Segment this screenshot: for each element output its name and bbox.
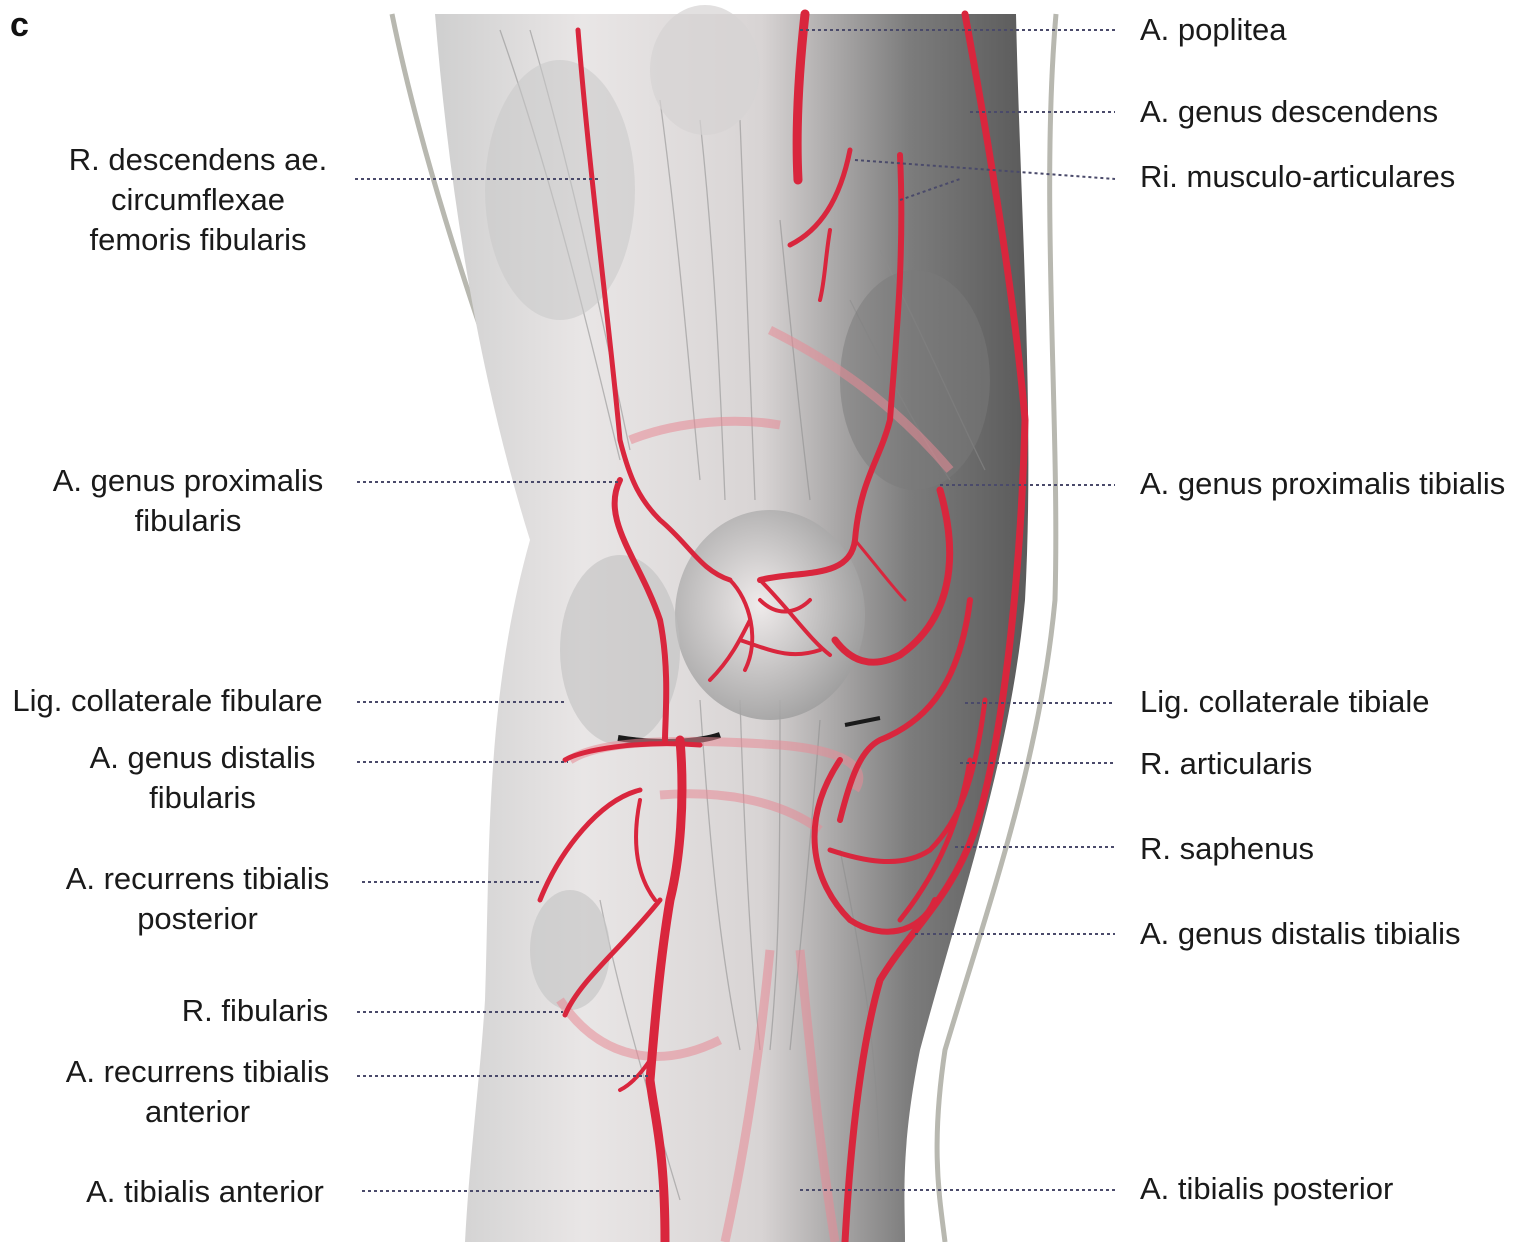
a-tibialis-anterior-vessel (645, 735, 687, 1242)
a-genus-proximalis-tibialis-vessel (831, 486, 954, 666)
fibular-head (530, 890, 610, 1010)
label-r-fibularis: R. fibularis (181, 993, 329, 1028)
label-r-articularis: R. articularis (1140, 746, 1313, 781)
a-genus-distalis-tibialis-vessel (811, 757, 938, 935)
a-genus-proximalis-fibularis-vessel (611, 477, 670, 743)
vastus-medialis (840, 270, 990, 490)
panel-letter: c (10, 6, 29, 44)
r-saphenus-vessel (897, 757, 973, 923)
label-lig-collaterale-tibiale: Lig. collaterale tibiale (1140, 684, 1430, 719)
r-fibularis-vessel (562, 897, 663, 1018)
label-a-genus-descendens: A. genus descendens (1140, 94, 1439, 129)
vastus-lateralis (485, 60, 635, 320)
label-lig-collaterale-fibulare: Lig. collaterale fibulare (12, 683, 323, 718)
lateral-condyle (560, 555, 680, 745)
r-articularis-vessel (827, 697, 988, 864)
leader-lines (355, 29, 1116, 1192)
label-ri-musculo-articulares: Ri. musculo-articulares (1140, 159, 1456, 194)
r-descendens-vessel (575, 27, 733, 583)
arteries (537, 9, 1029, 1242)
skin-outline-right (934, 13, 1059, 1242)
a-poplitea-vessel (792, 9, 810, 185)
label-a-tibialis-anterior: A. tibialis anterior (86, 1174, 324, 1209)
label-r-saphenus: R. saphenus (1140, 831, 1315, 866)
rectus-femoris (650, 5, 760, 135)
a-recurrens-tibialis-posterior-vessel (537, 787, 643, 903)
lig-collaterale-tibiale-vessel (837, 597, 973, 823)
label-a-genus-distalis-tibialis: A. genus distalis tibialis (1140, 916, 1461, 951)
a-genus-descendens-vessel (841, 10, 1029, 1242)
label-a-genus-proximalis-tibialis: A. genus proximalis tibialis (1140, 466, 1506, 501)
patella (675, 510, 865, 720)
label-a-poplitea: A. poplitea (1140, 12, 1287, 47)
label-a-tibialis-posterior: A. tibialis posterior (1140, 1171, 1394, 1206)
knee-network (708, 578, 832, 682)
ri-musculo-articulares-vessel (757, 152, 905, 583)
a-recurrens-tibialis-anterior-vessel (618, 1058, 652, 1092)
